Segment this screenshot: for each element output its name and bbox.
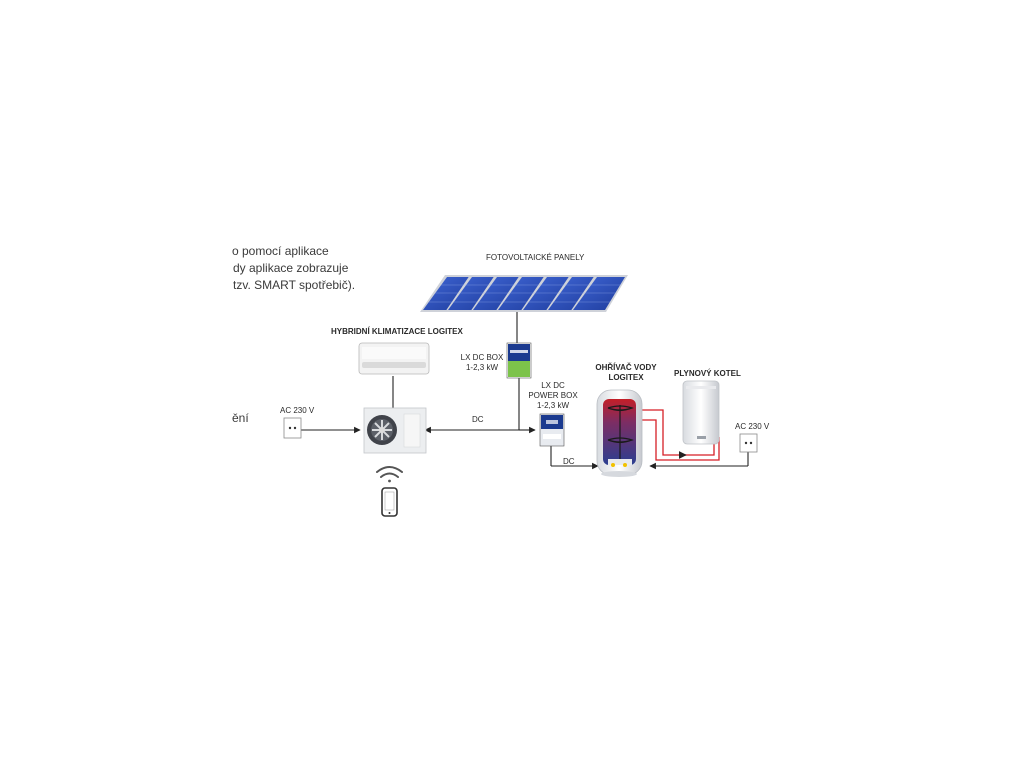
power-box-label-line-1: LX DC: [541, 381, 565, 390]
side-text-line-3: tzv. SMART spotřebič).: [233, 278, 356, 292]
dc-label-2: DC: [563, 457, 575, 466]
indoor-ac-unit-image: [358, 342, 430, 375]
dc-label-1: DC: [472, 415, 484, 424]
ac-left-label: AC 230 V: [280, 406, 315, 415]
solar-panels-image: [420, 275, 628, 312]
lx-power-box-image: [539, 413, 565, 447]
side-text-line-4: ění: [232, 411, 249, 425]
ac-socket-left-icon: [283, 417, 302, 439]
water-heater-image: [596, 389, 643, 477]
gas-boiler-image: [682, 380, 720, 445]
ac-unit-label: HYBRIDNÍ KLIMATIZACE LOGITEX: [331, 327, 463, 336]
panels-label: FOTOVOLTAICKÉ PANELY: [486, 253, 585, 262]
dc-box-label: LX DC BOX 1-2,3 kW: [456, 353, 508, 373]
power-box-label-line-2: POWER BOX: [528, 391, 578, 400]
side-text-line-1: o pomocí aplikace: [232, 244, 329, 258]
dc-box-label-line-2: 1-2,3 kW: [465, 363, 498, 372]
outdoor-ac-unit-image: [363, 407, 427, 454]
ac-socket-right-icon: [739, 433, 758, 453]
power-box-label: LX DC POWER BOX 1-2,3 kW: [528, 381, 578, 411]
heater-label: OHŘÍVAČ VODY LOGITEX: [588, 363, 664, 383]
lx-dc-box-image: [506, 342, 532, 379]
dc-box-label-line-1: LX DC BOX: [460, 353, 504, 362]
heater-label-line-1: OHŘÍVAČ VODY: [595, 363, 657, 372]
smartphone-icon: [381, 487, 398, 517]
power-box-label-line-3: 1-2,3 kW: [536, 401, 569, 410]
hot-water-pipes: [635, 409, 720, 461]
boiler-label: PLYNOVÝ KOTEL: [674, 369, 741, 378]
heater-label-line-2: LOGITEX: [608, 373, 644, 382]
ac-right-label: AC 230 V: [735, 422, 770, 431]
wifi-icon: [376, 466, 403, 483]
side-text-line-2: dy aplikace zobrazuje: [233, 261, 349, 275]
